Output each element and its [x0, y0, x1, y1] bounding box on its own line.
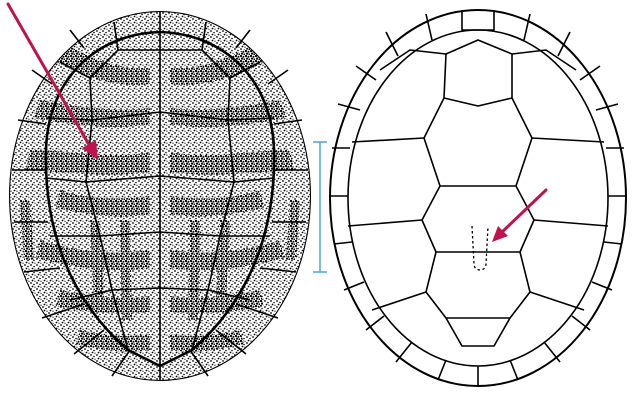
carapace-right-outline	[330, 10, 626, 386]
right-shell-outline	[330, 10, 626, 386]
carapace-left-patterned	[10, 12, 310, 380]
scale-bar	[313, 142, 327, 272]
